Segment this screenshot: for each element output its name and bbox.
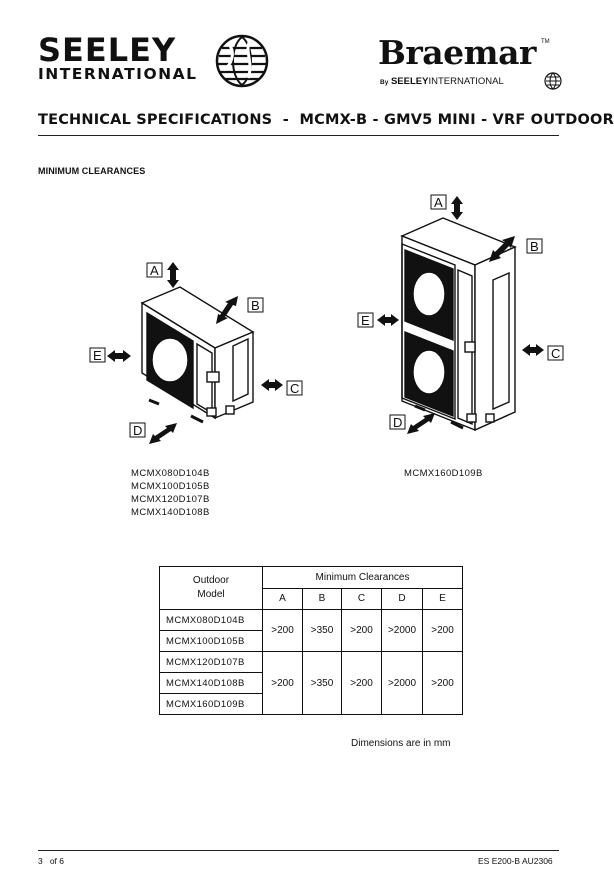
- value-cell: >200: [341, 609, 382, 652]
- large-label-a-box: [430, 194, 447, 210]
- large-unit-clearance-diagram: A B C D E: [357, 194, 564, 434]
- label-a-box: [146, 262, 163, 278]
- large-arrow-e-icon: [377, 314, 399, 326]
- by-international-word: INTERNATIONAL: [428, 76, 504, 87]
- clearances-group-header: Minimum Clearances: [262, 566, 463, 589]
- large-clearance-arrows: [377, 196, 544, 434]
- large-label-c: C: [551, 346, 560, 361]
- value-cell: >350: [302, 651, 342, 715]
- table-subheader-row: A B C D E: [160, 587, 463, 610]
- page-total: of 6: [49, 856, 65, 866]
- document-code: ES E200-B AU2306: [478, 856, 553, 866]
- large-label-b: B: [530, 239, 539, 254]
- model-caption: MCMX080D104B: [131, 468, 210, 479]
- section-heading: MINIMUM CLEARANCES: [38, 166, 146, 176]
- value-cell: >200: [262, 609, 303, 652]
- column-header: D: [381, 587, 423, 610]
- large-label-d: D: [393, 415, 402, 430]
- international-wordmark: INTERNATIONAL: [38, 65, 198, 83]
- arrow-d-icon: [149, 423, 177, 444]
- page-title: TECHNICAL SPECIFICATIONS - MCMX-B - GMV5…: [38, 112, 614, 128]
- large-arrow-d-icon: [407, 413, 435, 434]
- clearance-arrows: [107, 262, 283, 444]
- large-label-a: A: [434, 195, 443, 210]
- arrow-b-icon: [216, 296, 238, 324]
- label-e-box: [89, 347, 106, 363]
- value-cell: >200: [341, 651, 382, 715]
- table-row: MCMX160D109B: [159, 693, 463, 715]
- by-prefix: By: [380, 79, 389, 86]
- large-arrow-a-icon: [451, 196, 463, 220]
- seeley-wordmark: SEELEY: [38, 31, 177, 69]
- small-globe-icon: [544, 72, 562, 90]
- model-header-line: Model: [197, 589, 225, 600]
- column-header: E: [422, 587, 463, 610]
- value-cell: >2000: [381, 609, 423, 652]
- large-label-e: E: [361, 313, 370, 328]
- arrow-c-icon: [261, 379, 283, 391]
- label-b-box: [247, 297, 264, 313]
- label-e: E: [93, 348, 102, 363]
- braemar-wordmark: Braemar: [378, 33, 536, 72]
- value-cell: >200: [422, 651, 463, 715]
- label-b: B: [251, 298, 260, 313]
- header-divider: [38, 135, 559, 136]
- model-cell: MCMX100D105B: [159, 630, 263, 652]
- table-header-row: Outdoor Model Minimum Clearances: [159, 566, 463, 610]
- value-cell: >2000: [381, 651, 423, 715]
- seeley-international-logo: SEELEY INTERNATIONAL: [38, 34, 276, 90]
- model-column-header: Outdoor Model: [159, 566, 263, 610]
- large-arrow-b-icon: [489, 236, 515, 262]
- trademark-symbol: TM: [541, 39, 550, 45]
- label-c-box: [286, 380, 303, 396]
- page-current: 3: [38, 856, 43, 866]
- model-cell: MCMX120D107B: [159, 651, 263, 673]
- value-cell: >200: [422, 609, 463, 652]
- dimensions-note: Dimensions are in mm: [351, 738, 451, 749]
- model-header-line: Outdoor: [192, 575, 230, 586]
- model-cell: MCMX140D108B: [159, 672, 263, 694]
- table-row: MCMX120D107B >200 >350 >200 >2000 >200: [159, 651, 463, 715]
- model-cell: MCMX080D104B: [159, 609, 263, 631]
- large-label-d-box: [389, 414, 406, 430]
- page-number: 3 of 6: [38, 856, 64, 866]
- label-a: A: [150, 263, 159, 278]
- column-header: B: [302, 587, 342, 610]
- globe-icon: [215, 34, 269, 88]
- column-header: C: [341, 587, 382, 610]
- large-arrow-c-icon: [522, 344, 544, 356]
- large-label-b-box: [526, 238, 543, 254]
- large-label-c-box: [547, 345, 564, 361]
- clearance-labels: A B C D E: [89, 262, 303, 438]
- value-cell: >350: [302, 609, 342, 652]
- large-label-e-box: [357, 312, 374, 328]
- model-caption: MCMX120D107B: [131, 494, 210, 505]
- label-c: C: [290, 381, 299, 396]
- by-seeley-word: SEELEY: [390, 76, 429, 87]
- braemar-logo: Braemar TM By SEELEYINTERNATIONAL: [378, 36, 564, 92]
- arrow-e-icon: [107, 350, 131, 362]
- model-caption: MCMX100D105B: [131, 481, 210, 492]
- model-cell: MCMX160D109B: [159, 693, 263, 715]
- label-d: D: [133, 423, 142, 438]
- small-unit-clearance-diagram: A B C D E: [89, 262, 303, 444]
- small-outdoor-unit-drawing: [140, 286, 255, 424]
- large-outdoor-unit-drawing: [400, 217, 517, 432]
- arrow-a-icon: [167, 262, 179, 288]
- value-cell: >200: [262, 651, 303, 715]
- footer-divider: [38, 850, 559, 851]
- column-header: A: [262, 587, 303, 610]
- large-clearance-labels: A B C D E: [357, 194, 564, 430]
- large-unit-models: MCMX160D109B: [404, 467, 483, 480]
- minimum-clearances-table: Outdoor Model Minimum Clearances A B C D…: [159, 566, 463, 715]
- model-caption: MCMX140D108B: [131, 507, 210, 518]
- small-unit-models: MCMX080D104B MCMX100D105B MCMX120D107B M…: [131, 467, 210, 519]
- label-d-box: [129, 422, 146, 438]
- table-row: MCMX080D104B >200 >350 >200 >2000 >200: [159, 609, 463, 652]
- by-seeley-tagline: By SEELEYINTERNATIONAL: [380, 76, 504, 87]
- model-caption: MCMX160D109B: [404, 468, 483, 479]
